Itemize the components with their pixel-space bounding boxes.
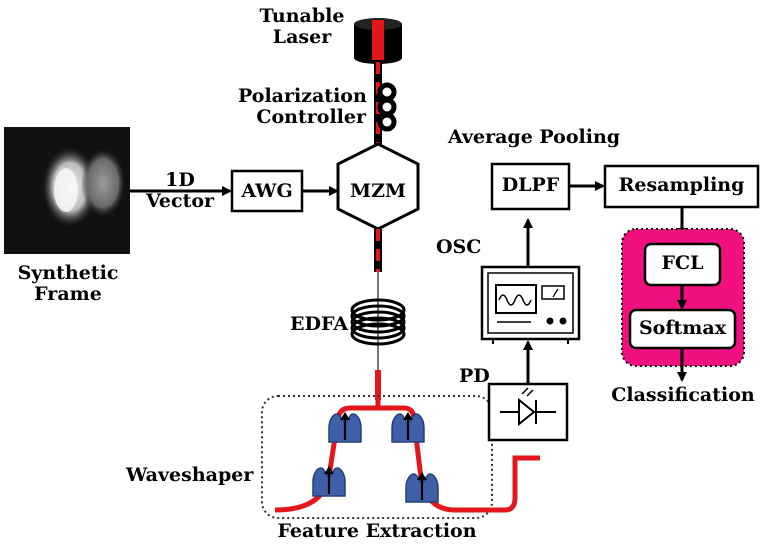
waveshaper-box [261,395,493,519]
osc-label: OSC [436,236,482,258]
synthetic-frame-label: Synthetic Frame [17,262,119,305]
classification-label: Classification [611,384,755,406]
awg-label: AWG [241,180,293,202]
resampling-label: Resampling [618,174,745,196]
oscilloscope-icon [480,265,581,344]
photodiode-icon [487,382,569,442]
vector-1d-label: 1D Vector [145,169,215,212]
dlpf-label: DLPF [501,174,560,196]
average-pooling-label: Average Pooling [448,126,621,148]
awg-box [230,169,304,213]
waveshaper-label: Waveshaper [126,464,254,486]
laser-icon [354,18,402,64]
pd-label: PD [459,365,490,387]
polarization-controller-icon [377,82,397,132]
mzm-label: MZM [350,180,406,202]
synthetic-frame-image [4,127,130,254]
tunable-laser-label: Tunable Laser [259,5,345,48]
edfa-label: EDFA [290,313,349,335]
resampling-box [603,164,760,209]
softmax-label: Softmax [638,317,727,339]
fcl-label: FCL [661,252,704,274]
feature-extraction-label: Feature Extraction [277,520,477,542]
fiber-coil-icon [350,298,406,346]
polarization-controller-label: Polarization Controller [238,85,367,128]
